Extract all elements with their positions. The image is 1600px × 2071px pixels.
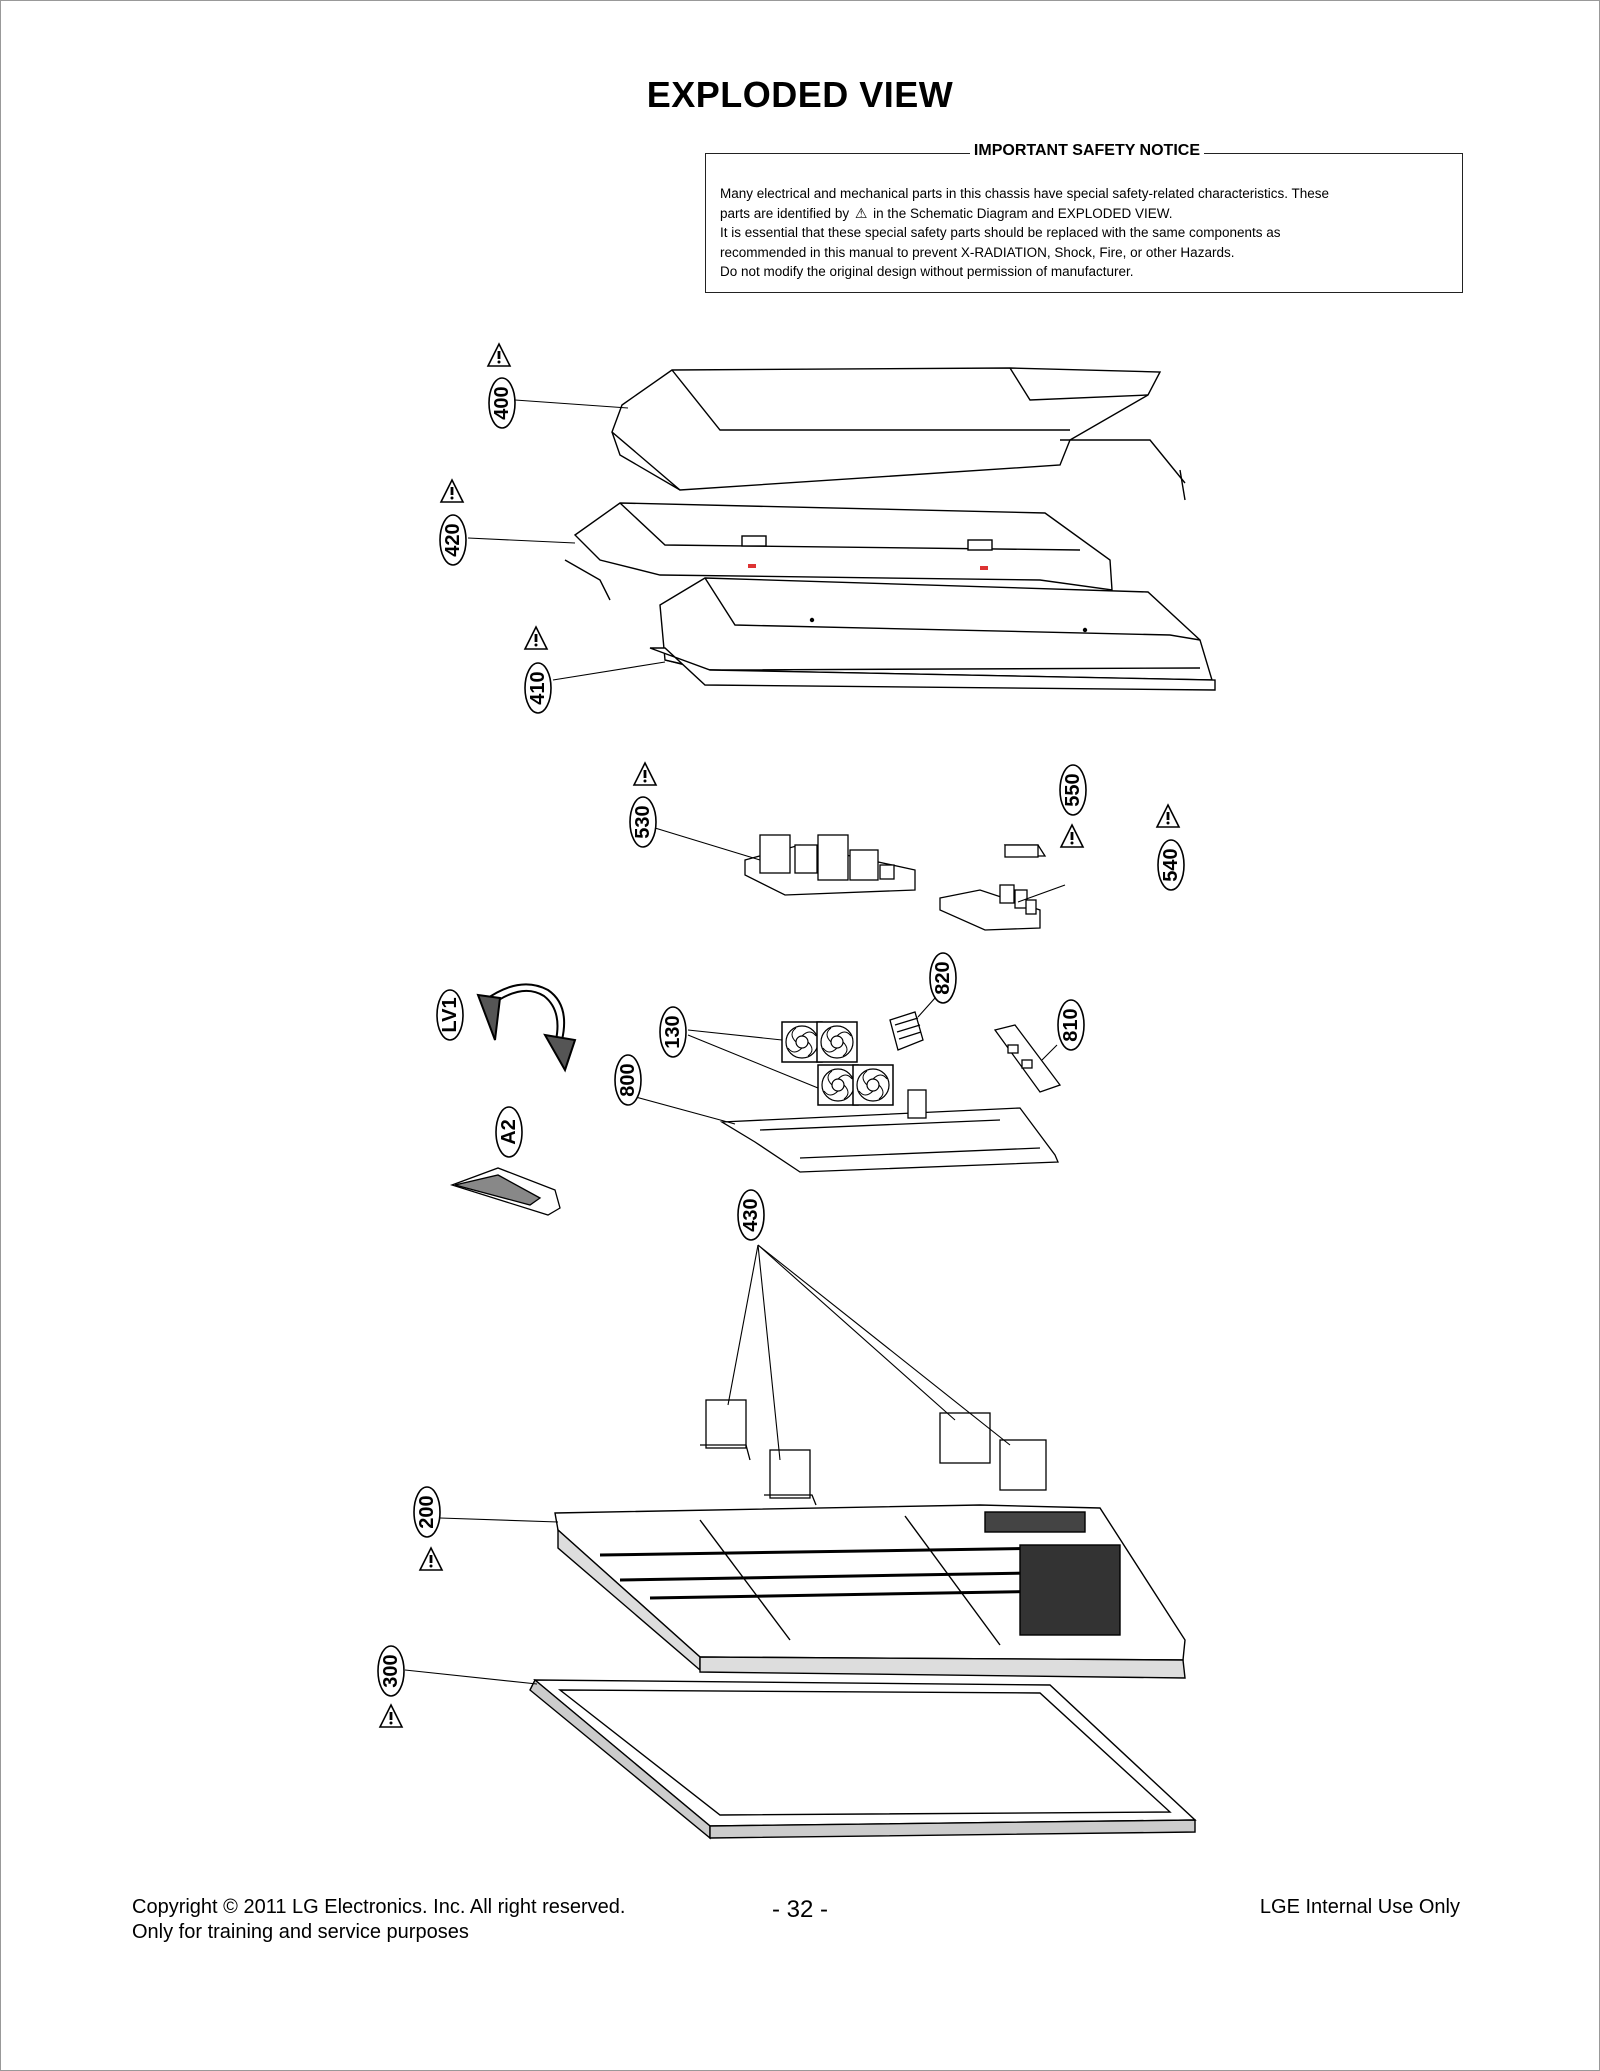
safety-notice-body: Many electrical and mechanical parts in …: [720, 184, 1448, 282]
callout-130: 130: [659, 1006, 687, 1058]
safety-warning-icon: [440, 479, 464, 503]
callout-a2: A2: [495, 1106, 523, 1158]
safety-warning-icon: [1156, 804, 1180, 828]
part-820-heatsink: [889, 1011, 924, 1051]
part-lv1-cable: [476, 983, 577, 1073]
footer-page-number: - 32 -: [771, 1896, 828, 1923]
part-410-cover: [649, 577, 1216, 691]
callout-410: 410: [524, 662, 552, 714]
page-title: EXPLODED VIEW: [646, 74, 954, 115]
callout-label: 810: [1060, 1008, 1082, 1041]
leader-lines: [404, 399, 1066, 1685]
safety-notice-title: IMPORTANT SAFETY NOTICE: [969, 142, 1204, 160]
callout-540: 540: [1157, 839, 1185, 891]
part-550-connector: [1003, 844, 1047, 858]
part-200-module: [554, 1504, 1186, 1679]
notice-line: parts are identified by ⚠ in the Schemat…: [720, 204, 1448, 224]
notice-text: parts are identified by: [720, 205, 850, 221]
callout-label: 430: [740, 1198, 762, 1231]
notice-line: It is essential that these special safet…: [720, 225, 1281, 240]
callout-300: 300: [377, 1645, 405, 1697]
callout-label: 530: [632, 805, 654, 838]
callout-label: 300: [380, 1654, 402, 1687]
part-a2-bracket: [449, 1167, 561, 1216]
safety-warning-icon: [487, 343, 511, 367]
notice-line: recommended in this manual to prevent X-…: [720, 244, 1235, 260]
safety-warning-icon: [379, 1704, 403, 1728]
callout-lv1: LV1: [436, 989, 464, 1041]
part-800-mainboard: [719, 1089, 1059, 1173]
footer-copyright: Copyright © 2011 LG Electronics. Inc. Al…: [132, 1896, 626, 1918]
callout-550: 550: [1059, 764, 1087, 816]
callout-800: 800: [614, 1054, 642, 1106]
callout-810: 810: [1057, 999, 1085, 1051]
part-810-board: [993, 1024, 1062, 1093]
safety-notice-box: IMPORTANT SAFETY NOTICE Many electrical …: [705, 142, 1463, 293]
safety-warning-icon: [524, 626, 548, 650]
callout-200: 200: [413, 1486, 441, 1538]
notice-line: Many electrical and mechanical parts in …: [720, 186, 1330, 201]
callout-label: 800: [617, 1063, 639, 1096]
part-300-frame: [529, 1678, 1197, 1840]
safety-warning-icon: [419, 1547, 443, 1571]
part-400-cover: [611, 367, 1186, 501]
notice-text: in the Schematic Diagram and EXPLODED VI…: [873, 205, 1173, 221]
callout-label: 410: [527, 671, 549, 704]
safety-warning-icon: [1060, 824, 1084, 848]
footer-internal: LGE Internal Use Only: [1259, 1896, 1460, 1918]
safety-warning-icon: [633, 762, 657, 786]
notice-line: Do not modify the original design withou…: [720, 264, 1134, 279]
callout-420: 420: [439, 514, 467, 566]
callout-label: 820: [932, 961, 954, 994]
warning-triangle-icon: ⚠: [854, 204, 868, 221]
part-130-fans: [781, 1021, 894, 1106]
part-430-brackets: [700, 1399, 1047, 1506]
callout-530: 530: [629, 796, 657, 848]
callout-400: 400: [488, 377, 516, 429]
part-530-board: [744, 834, 916, 896]
part-540-board: [939, 884, 1041, 931]
callout-label: 400: [491, 386, 513, 419]
callout-label: LV1: [439, 997, 461, 1032]
callout-430: 430: [737, 1189, 765, 1241]
callout-label: 540: [1160, 848, 1182, 881]
footer-purpose: Only for training and service purposes: [132, 1921, 469, 1943]
part-420-shield: [564, 502, 1113, 601]
callout-label: A2: [498, 1119, 520, 1145]
callout-label: 420: [442, 523, 464, 556]
callout-820: 820: [929, 952, 957, 1004]
callout-label: 200: [416, 1495, 438, 1528]
callout-label: 550: [1062, 773, 1084, 806]
callout-label: 130: [662, 1015, 684, 1048]
